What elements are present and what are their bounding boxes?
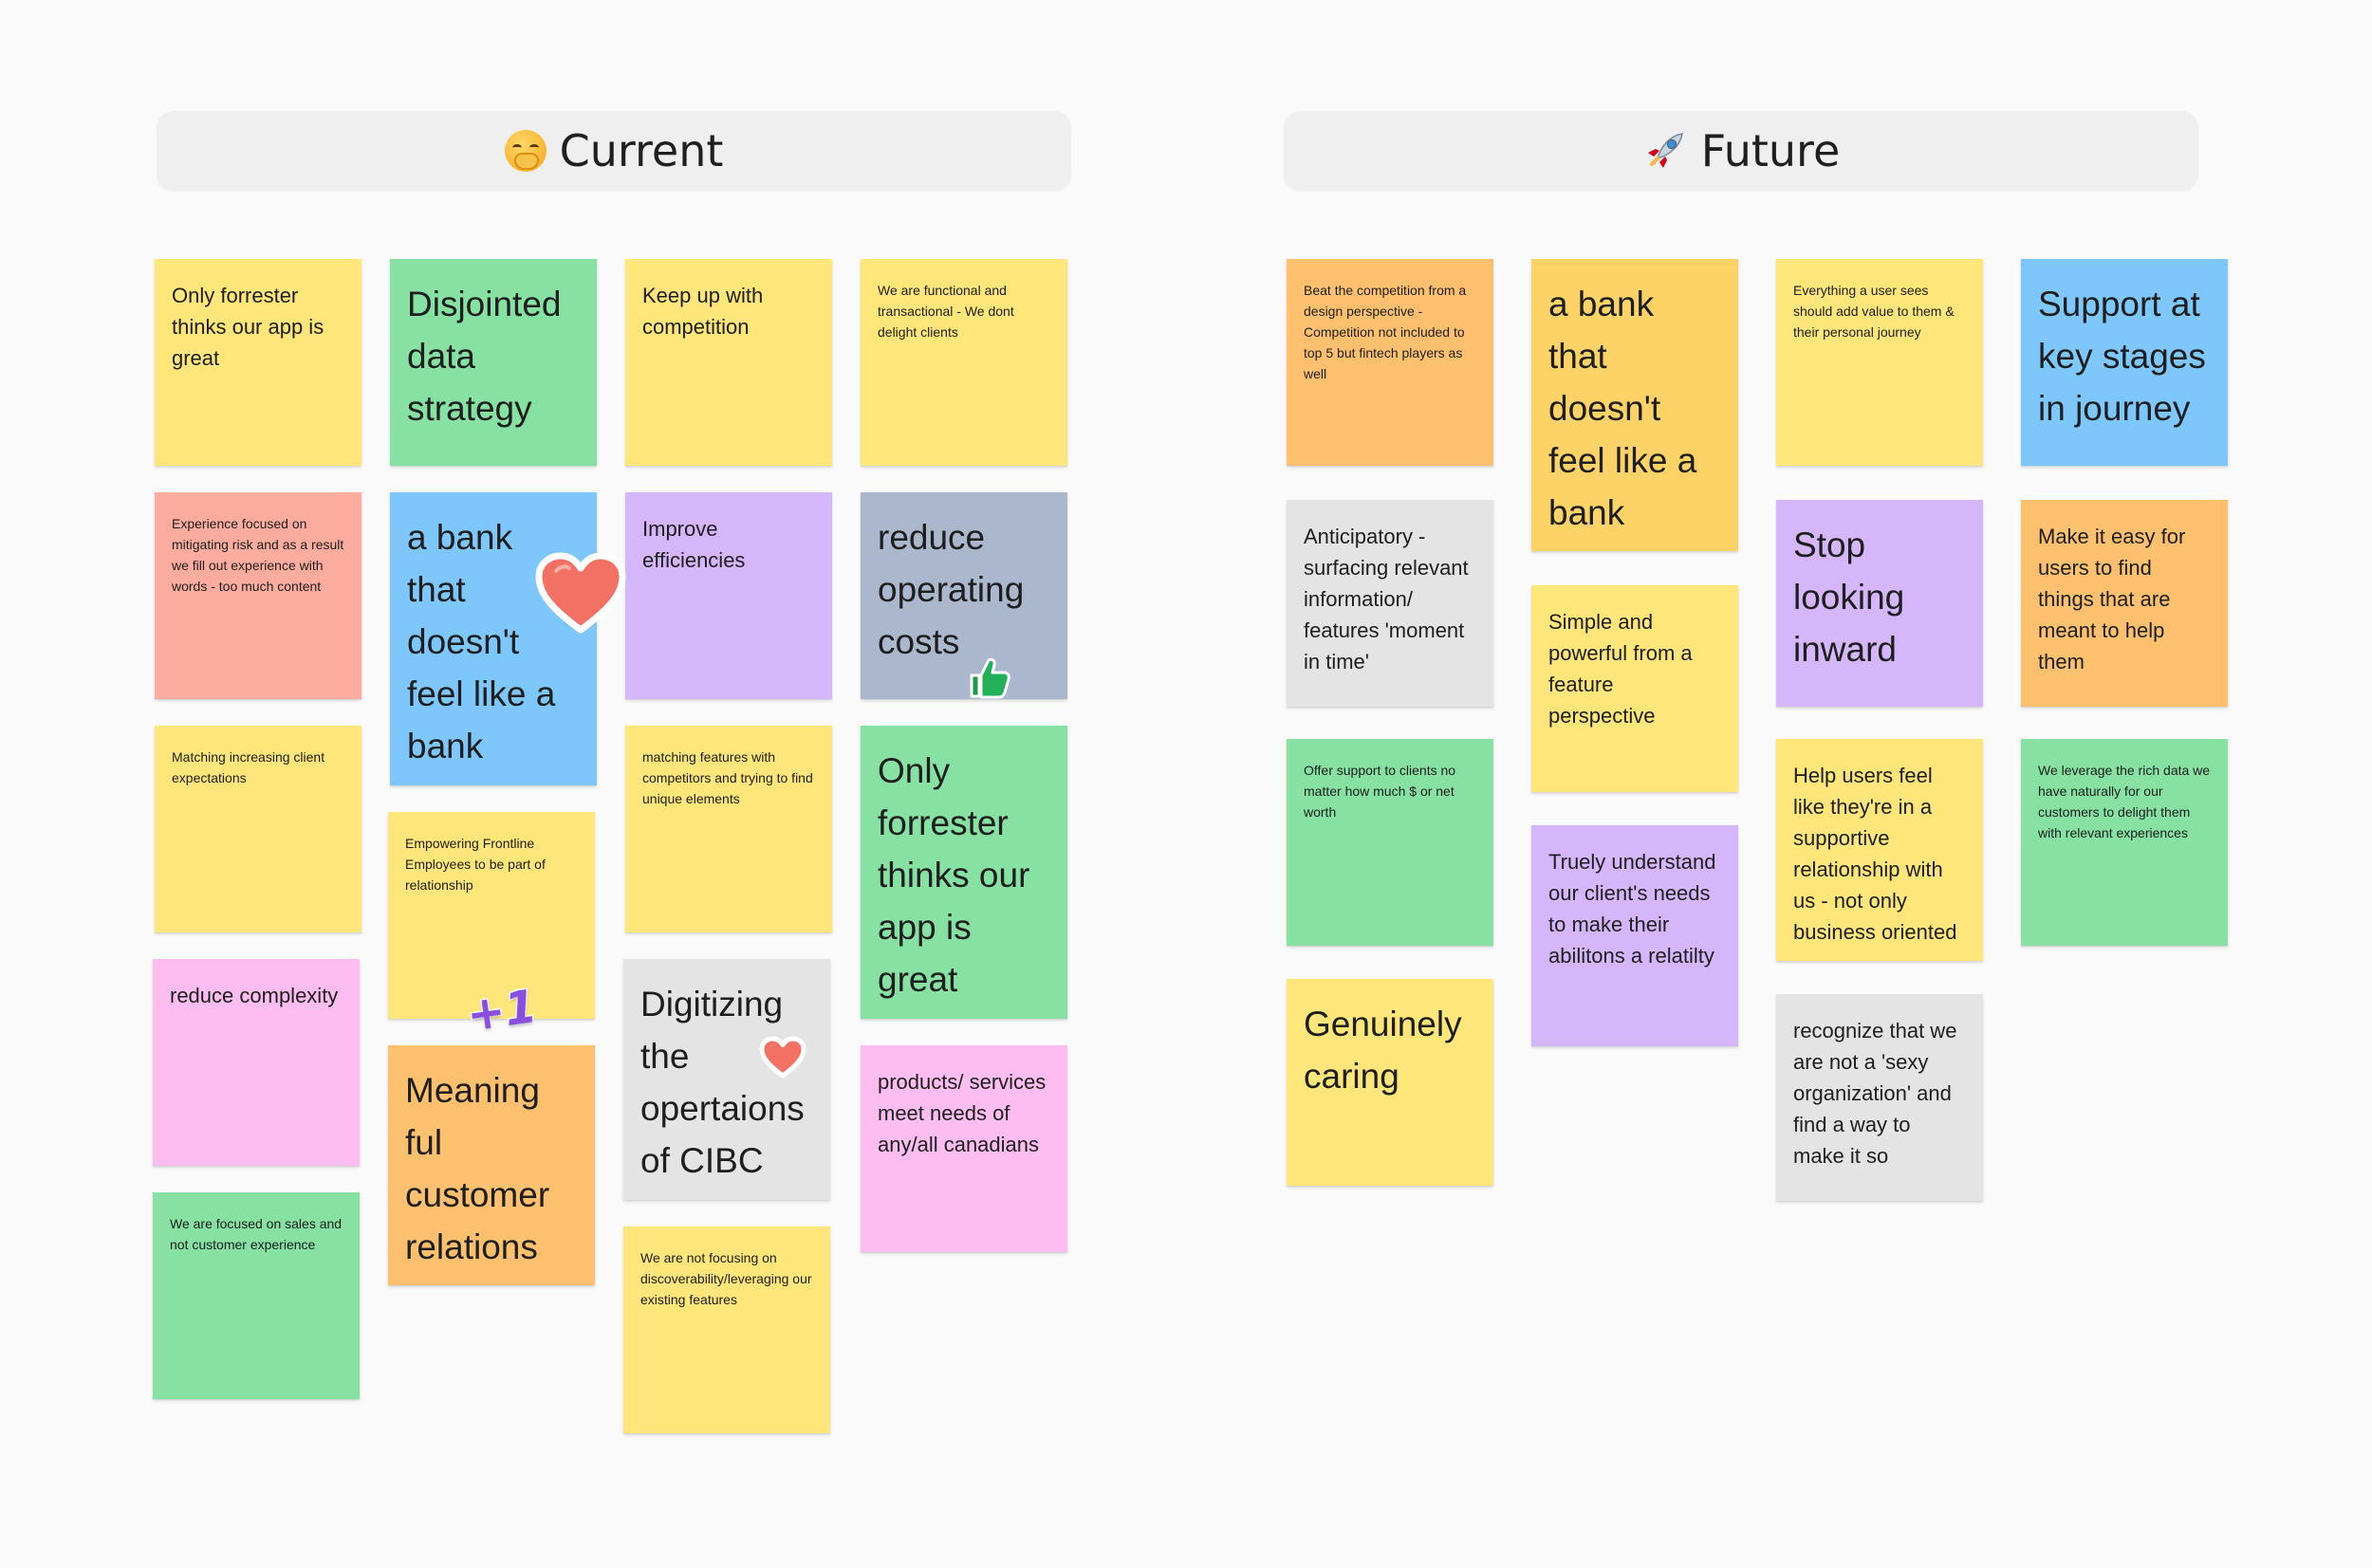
thumbs-up-sticker-icon[interactable] xyxy=(966,655,1011,702)
section-title-current: Current xyxy=(559,125,724,176)
sticky-note[interactable]: We are focused on sales and not customer… xyxy=(153,1192,360,1399)
sticky-note[interactable]: Only forrester thinks our app is great xyxy=(155,259,361,466)
sticky-note[interactable]: Keep up with competition xyxy=(625,259,832,466)
rocket-icon xyxy=(1647,133,1683,168)
sticky-note[interactable]: Truely understand our client's needs to … xyxy=(1531,825,1738,1046)
sticky-note[interactable]: Empowering Frontline Employees to be par… xyxy=(388,812,595,1019)
sticky-note[interactable]: Experience focused on mitigating risk an… xyxy=(155,492,361,699)
sticky-note[interactable]: Offer support to clients no matter how m… xyxy=(1287,739,1493,946)
sticky-note[interactable]: Simple and powerful from a feature persp… xyxy=(1531,585,1738,792)
heart-sticker-icon[interactable] xyxy=(533,550,628,637)
sticky-note[interactable]: Support at key stages in journey xyxy=(2021,259,2228,466)
sticky-note[interactable]: Help users feel like they're in a suppor… xyxy=(1776,739,1983,961)
sticky-note[interactable]: recognize that we are not a 'sexy organi… xyxy=(1776,994,1983,1201)
section-title-future: Future xyxy=(1700,125,1841,176)
sticky-note[interactable]: Stop looking inward xyxy=(1776,500,1983,707)
sticky-note[interactable]: Digitizing the opertaions of CIBC xyxy=(623,959,830,1200)
plus-one-label: +1 xyxy=(462,978,542,1043)
sticky-note[interactable]: Anticipatory - surfacing relevant inform… xyxy=(1287,500,1493,707)
sticky-note[interactable]: reduce operating costs xyxy=(861,492,1067,699)
sticky-note[interactable]: Only forrester thinks our app is great xyxy=(861,726,1067,1019)
plus-one-sticker[interactable]: +1 xyxy=(462,978,542,1043)
section-header-current[interactable]: Current xyxy=(157,111,1071,191)
sticky-note[interactable]: We are not focusing on discoverability/l… xyxy=(623,1227,830,1433)
sticky-note[interactable]: Meaning ful customer relations xyxy=(388,1045,595,1285)
sticky-note[interactable]: Everything a user sees should add value … xyxy=(1776,259,1983,466)
sticky-note[interactable]: Genuinely caring xyxy=(1287,979,1493,1186)
sticky-note[interactable]: Improve efficiencies xyxy=(625,492,832,699)
sticky-note[interactable]: a bank that doesn't feel like a bank xyxy=(390,492,597,785)
sticky-note[interactable]: Beat the competition from a design persp… xyxy=(1287,259,1493,466)
sticky-note[interactable]: a bank that doesn't feel like a bank xyxy=(1531,259,1738,551)
sticky-note[interactable]: reduce complexity xyxy=(153,959,360,1166)
section-header-future[interactable]: Future xyxy=(1284,111,2198,191)
sticky-note[interactable]: Matching increasing client expectations xyxy=(155,726,361,932)
sticky-note[interactable]: We leverage the rich data we have natura… xyxy=(2021,739,2228,946)
heart-sticker-icon[interactable] xyxy=(759,1036,806,1079)
yawning-face-icon xyxy=(504,130,547,172)
sticky-note[interactable]: Disjointed data strategy xyxy=(390,259,597,466)
sticky-note[interactable]: products/ services meet needs of any/all… xyxy=(861,1045,1067,1252)
sticky-note[interactable]: Make it easy for users to find things th… xyxy=(2021,500,2228,707)
sticky-note[interactable]: We are functional and transactional - We… xyxy=(861,259,1067,466)
sticky-note[interactable]: matching features with competitors and t… xyxy=(625,726,832,932)
